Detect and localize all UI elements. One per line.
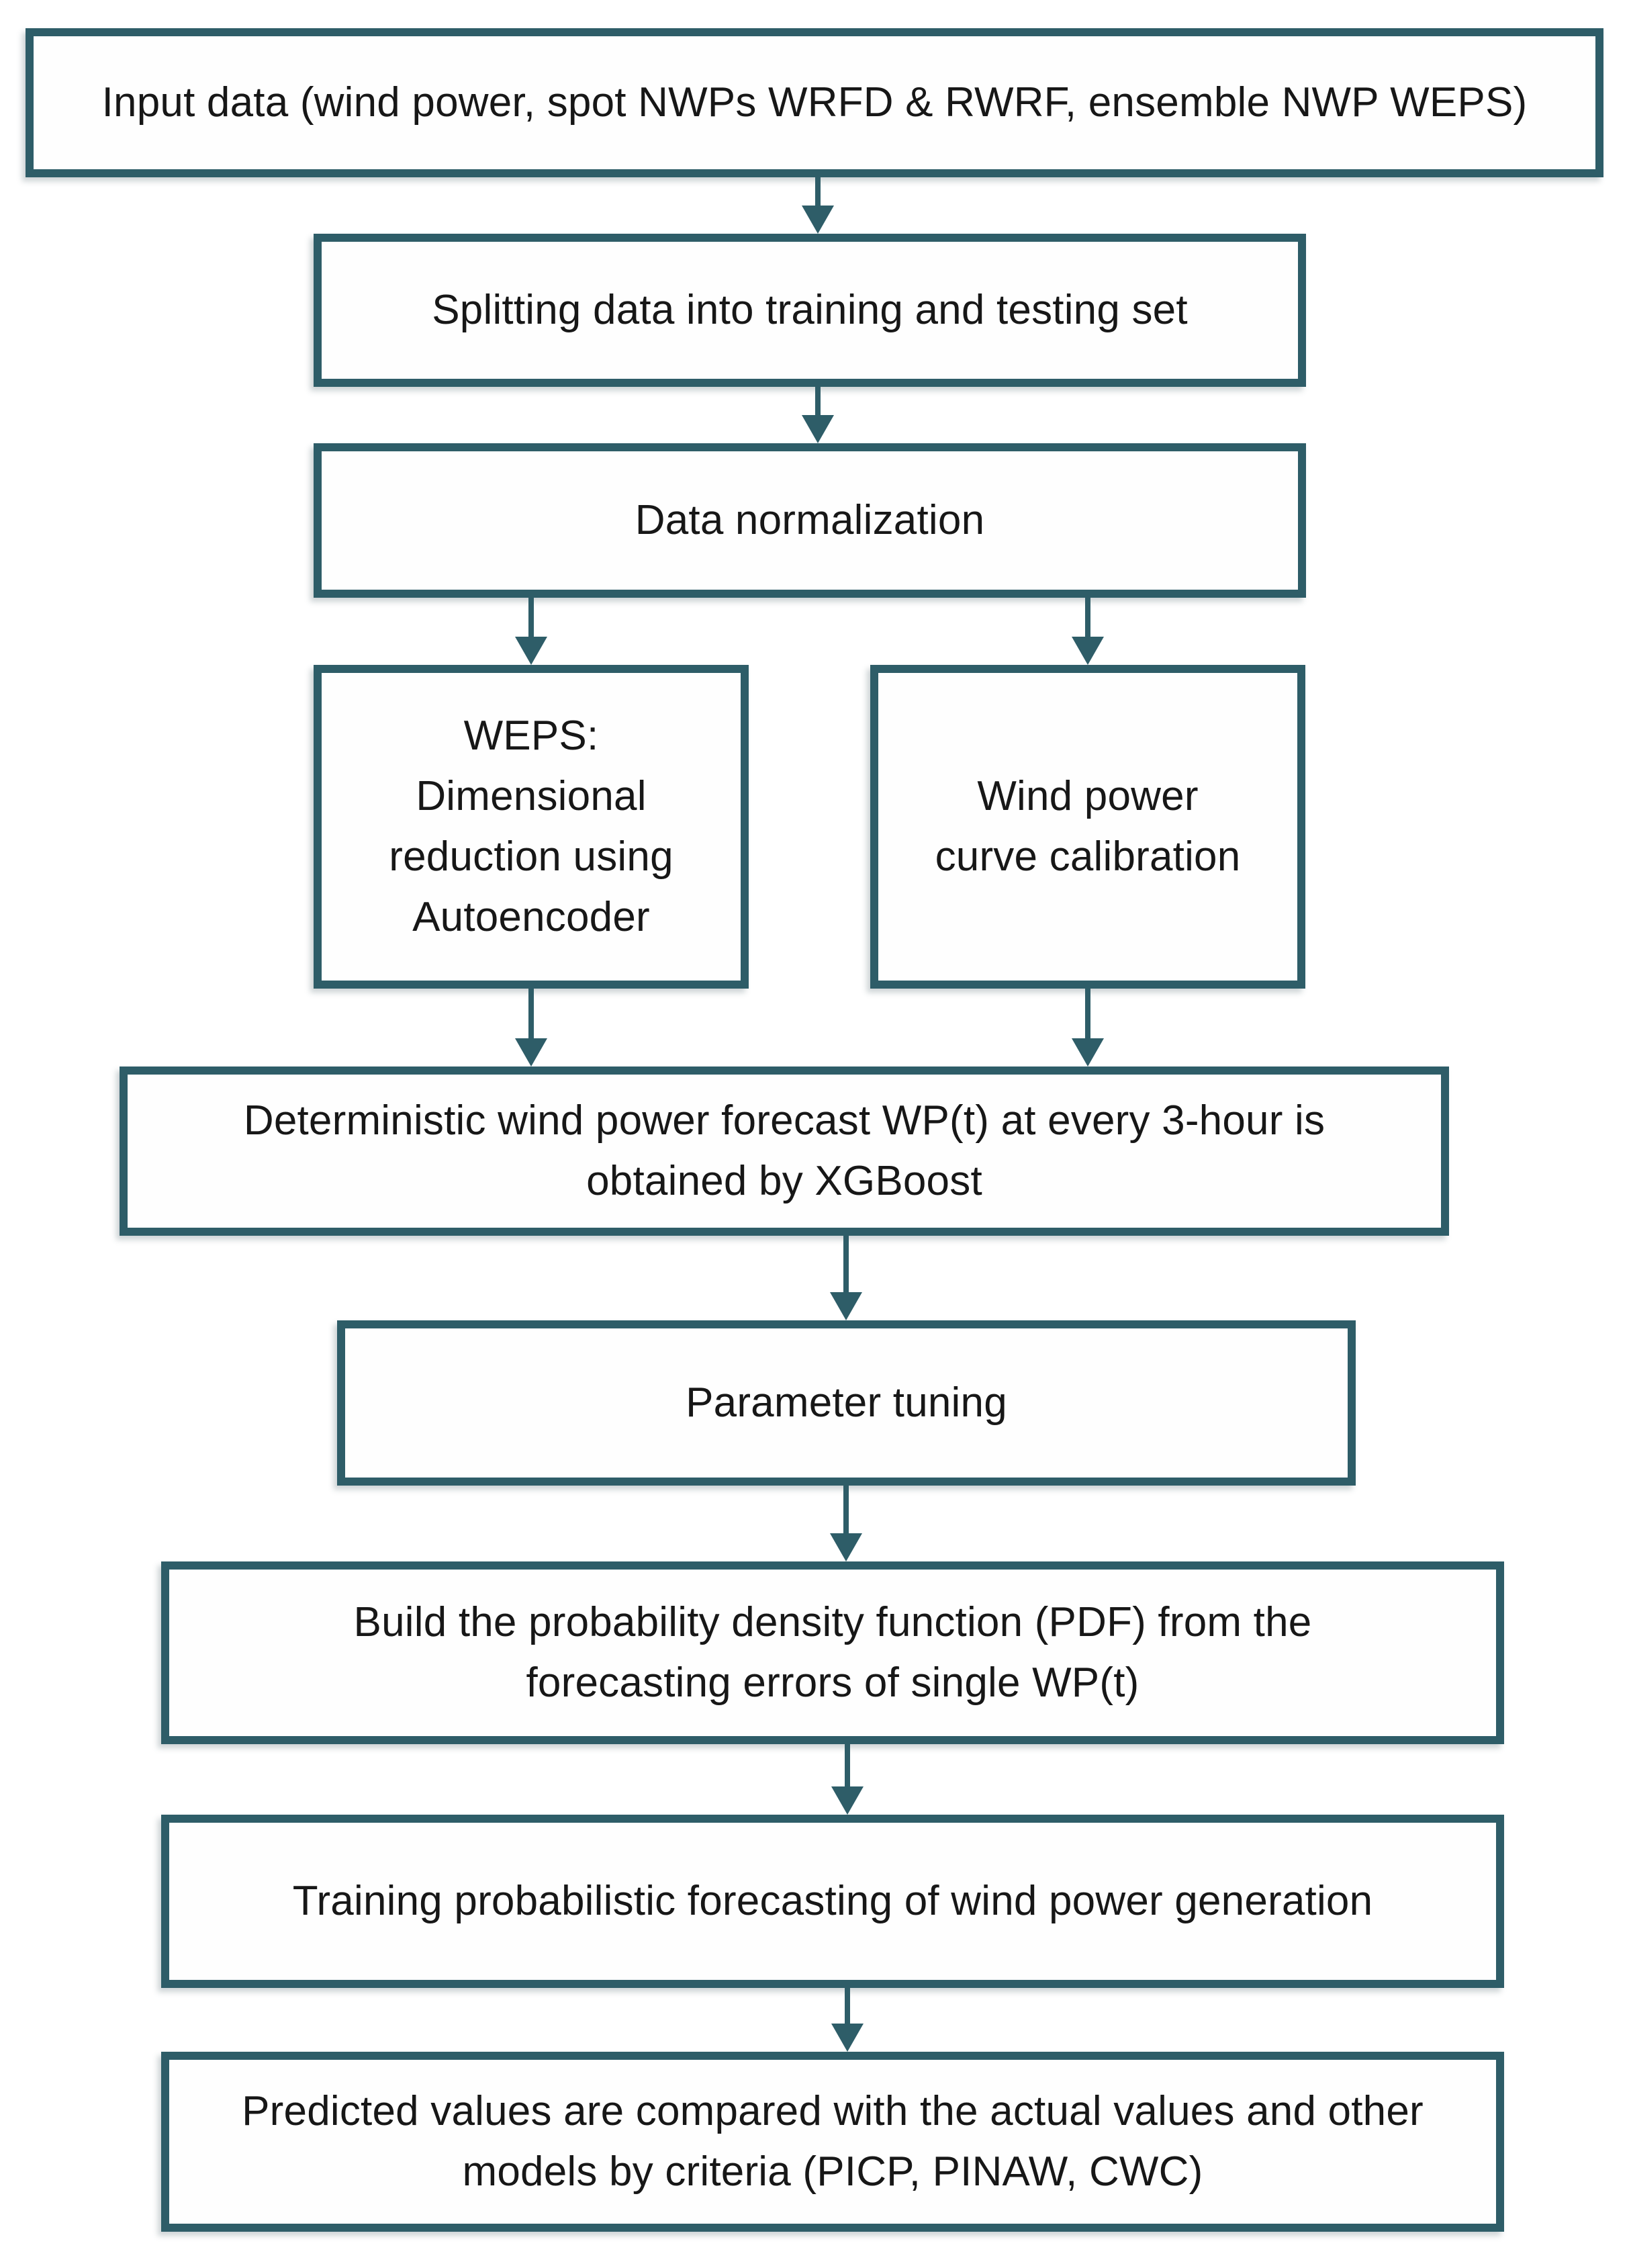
node-deterministic-forecast-xgboost: Deterministic wind power forecast WP(t) … — [120, 1067, 1449, 1236]
arrow-tuning-to-pdf-icon — [830, 1486, 862, 1561]
arrow-stem — [528, 598, 534, 641]
node-weps-dimensional-reduction: WEPS: Dimensional reduction using Autoen… — [314, 665, 749, 989]
node-label: Predicted values are compared with the a… — [242, 2088, 1424, 2195]
arrow-head-icon — [1072, 637, 1104, 665]
node-label: Parameter tuning — [686, 1379, 1007, 1426]
arrow-head-icon — [1072, 1038, 1104, 1067]
node-split-data: Splitting data into training and testing… — [314, 234, 1306, 387]
node-label: Input data (wind power, spot NWPs WRFD &… — [101, 79, 1528, 126]
arrow-stem — [528, 989, 534, 1042]
arrow-pdf-to-training-icon — [831, 1744, 864, 1815]
arrow-stem — [845, 1744, 850, 1790]
node-label: Build the probability density function (… — [353, 1599, 1312, 1706]
arrow-head-icon — [515, 1038, 547, 1067]
arrow-stem — [843, 1486, 849, 1537]
arrow-stem — [815, 387, 821, 419]
arrow-head-icon — [515, 637, 547, 665]
arrow-split-to-normalize-icon — [802, 387, 834, 443]
node-label: Wind power curve calibration — [935, 773, 1241, 880]
node-input-data: Input data (wind power, spot NWPs WRFD &… — [26, 28, 1603, 177]
node-wind-power-curve-calibration: Wind power curve calibration — [870, 665, 1305, 989]
node-evaluation-criteria: Predicted values are compared with the a… — [161, 2052, 1504, 2232]
node-label: Deterministic wind power forecast WP(t) … — [243, 1097, 1325, 1204]
arrow-head-icon — [802, 415, 834, 443]
arrow-head-icon — [802, 206, 834, 234]
node-parameter-tuning: Parameter tuning — [337, 1320, 1356, 1486]
arrow-stem — [843, 1236, 849, 1296]
arrow-stem — [815, 177, 821, 210]
arrow-weps-to-deterministic-icon — [515, 989, 547, 1067]
arrow-stem — [1085, 598, 1090, 641]
arrow-stem — [845, 1988, 850, 2028]
arrow-input-to-split-icon — [802, 177, 834, 234]
node-label: WEPS: Dimensional reduction using Autoen… — [389, 713, 673, 940]
arrow-training-to-evaluate-icon — [831, 1988, 864, 2052]
arrow-normalize-to-weps-icon — [515, 598, 547, 665]
node-label: Training probabilistic forecasting of wi… — [292, 1878, 1373, 1925]
arrow-head-icon — [831, 2024, 864, 2052]
arrow-normalize-to-curve-icon — [1072, 598, 1104, 665]
node-label: Splitting data into training and testing… — [432, 287, 1188, 334]
node-label: Data normalization — [635, 497, 985, 544]
arrow-curve-to-deterministic-icon — [1072, 989, 1104, 1067]
node-training-probabilistic-forecasting: Training probabilistic forecasting of wi… — [161, 1815, 1504, 1988]
node-build-pdf-from-errors: Build the probability density function (… — [161, 1561, 1504, 1744]
node-data-normalization: Data normalization — [314, 443, 1306, 598]
arrow-deterministic-to-tuning-icon — [830, 1236, 862, 1320]
arrow-head-icon — [830, 1292, 862, 1320]
arrow-head-icon — [831, 1786, 864, 1815]
arrow-head-icon — [830, 1533, 862, 1561]
arrow-stem — [1085, 989, 1090, 1042]
